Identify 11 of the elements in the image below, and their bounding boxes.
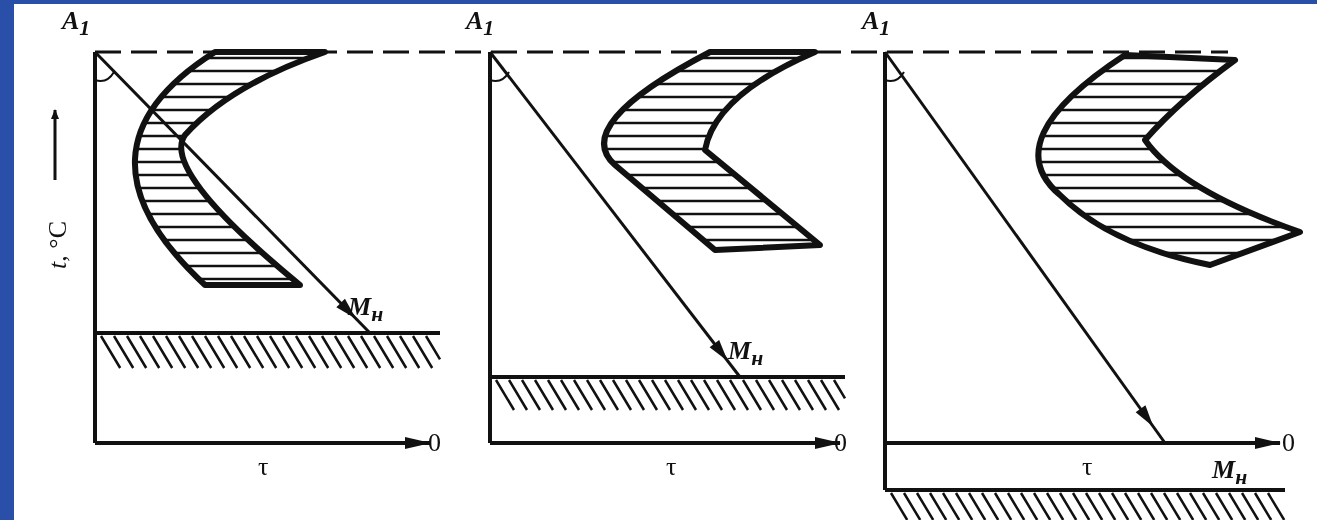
axis-label: A$_{1}$ [466, 6, 495, 43]
axis-title: τ [258, 452, 269, 482]
axis-title: τ [666, 452, 677, 482]
axis-origin-label: 0 [1282, 428, 1295, 458]
temperature-label: M$_{н}$ [348, 292, 384, 329]
axis-label: A$_{1}$ [62, 6, 91, 43]
axis-title: τ [1082, 452, 1093, 482]
temperature-label: M$_{н}$ [1212, 455, 1248, 492]
axis-label: A$_{1}$ [862, 6, 891, 43]
axis-title: t, °C [43, 221, 73, 269]
temperature-label: M$_{н}$ [728, 336, 764, 373]
